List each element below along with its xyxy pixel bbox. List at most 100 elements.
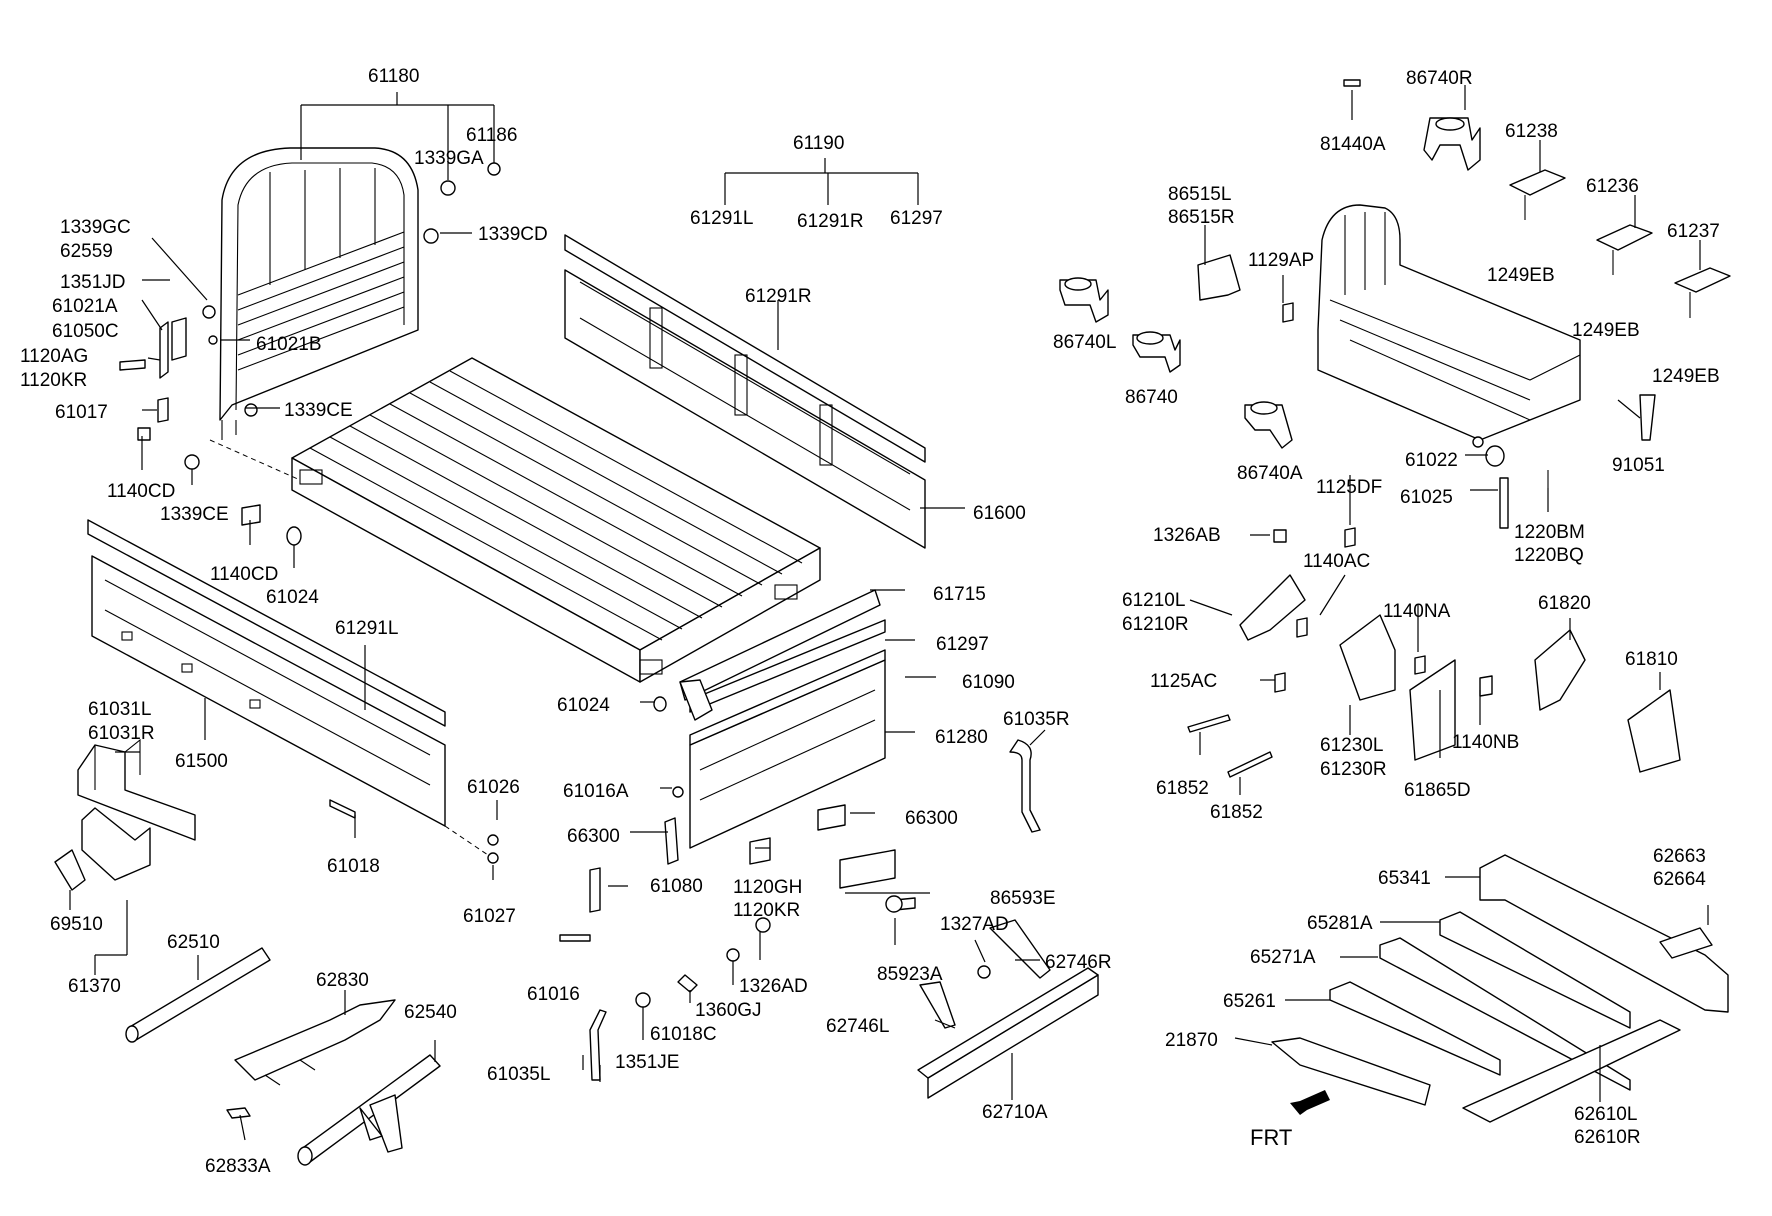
label-86593E: 86593E — [990, 888, 1056, 909]
label-61024-a: 61024 — [266, 587, 319, 608]
label-61210L: 61210L — [1122, 590, 1185, 611]
label-1326AD: 1326AD — [739, 976, 808, 997]
label-61035R: 61035R — [1003, 709, 1070, 730]
label-61238: 61238 — [1505, 121, 1558, 142]
leader-lines — [69, 85, 1709, 1141]
label-1339GA: 1339GA — [414, 148, 484, 169]
frt-arrow — [1290, 1090, 1330, 1115]
label-61810: 61810 — [1625, 649, 1678, 670]
label-61715: 61715 — [933, 584, 986, 605]
label-1125DF: 1125DF — [1316, 477, 1382, 498]
label-1339GC: 1339GC — [60, 217, 131, 238]
label-61016A: 61016A — [563, 781, 629, 802]
label-1339CE-b: 1339CE — [160, 504, 229, 525]
label-86515L: 86515L — [1168, 184, 1231, 205]
rear-sill-61715 — [679, 589, 881, 721]
label-1140CD-b: 1140CD — [210, 564, 278, 585]
label-1249EB-b: 1249EB — [1572, 320, 1640, 341]
label-62710A: 62710A — [982, 1102, 1048, 1123]
label-61230L: 61230L — [1320, 735, 1383, 756]
bracket-61031 — [77, 738, 196, 841]
label-61297-top: 61297 — [890, 208, 943, 229]
label-61291R-top: 61291R — [797, 211, 864, 232]
label-1339CD: 1339CD — [478, 224, 548, 245]
label-61500: 61500 — [175, 751, 228, 772]
cross-member-62510 — [125, 947, 271, 1043]
label-61865D: 61865D — [1404, 780, 1471, 801]
label-62540: 62540 — [404, 1002, 457, 1023]
label-65271A: 65271A — [1250, 947, 1316, 968]
frame-assembly — [1271, 854, 1729, 1123]
plates-6123x — [1509, 169, 1731, 318]
label-1120KR-b: 1120KR — [733, 900, 800, 921]
plate-62833A — [226, 1107, 251, 1119]
label-85923A: 85923A — [877, 964, 943, 985]
label-61600: 61600 — [973, 503, 1026, 524]
bracket-61370 — [54, 807, 151, 891]
label-61236: 61236 — [1586, 176, 1639, 197]
frt-label: FRT — [1250, 1125, 1292, 1150]
label-21870: 21870 — [1165, 1030, 1218, 1051]
label-1249EB-c: 1249EB — [1652, 366, 1720, 387]
label-61190: 61190 — [793, 133, 844, 154]
label-61291R: 61291R — [745, 286, 812, 307]
label-1220BQ: 1220BQ — [1514, 545, 1584, 566]
label-62510: 62510 — [167, 932, 220, 953]
label-61024-b: 61024 — [557, 695, 610, 716]
label-61291L-top: 61291L — [690, 208, 753, 229]
hardware-right — [1273, 302, 1656, 697]
hardware-center — [559, 696, 1051, 1081]
headboard-61180 — [219, 147, 419, 440]
bracket-86740 — [1132, 331, 1181, 373]
label-1326AB: 1326AB — [1153, 525, 1221, 546]
label-86740: 86740 — [1125, 387, 1178, 408]
hardware-left — [119, 162, 501, 546]
label-61080: 61080 — [650, 876, 703, 897]
label-61050C: 61050C — [52, 321, 119, 342]
label-66300-b: 66300 — [905, 808, 958, 829]
label-62664: 62664 — [1653, 869, 1706, 890]
label-1140CD-a: 1140CD — [107, 481, 175, 502]
label-1360GJ: 1360GJ — [695, 1000, 762, 1021]
brackets-612x — [1239, 574, 1681, 773]
label-61852-b: 61852 — [1210, 802, 1263, 823]
label-86740R: 86740R — [1406, 68, 1473, 89]
label-61210R: 61210R — [1122, 614, 1189, 635]
truck-bed-overview — [1317, 204, 1581, 448]
side-rail-61291R — [564, 234, 926, 549]
label-62559: 62559 — [60, 241, 113, 262]
bracket-86740R — [1423, 117, 1481, 171]
label-81440A: 81440A — [1320, 134, 1386, 155]
label-61021B: 61021B — [256, 334, 322, 355]
label-1140NB: 1140NB — [1452, 732, 1519, 753]
label-1120GH: 1120GH — [733, 877, 802, 898]
label-62833A: 62833A — [205, 1156, 271, 1177]
label-1120AG: 1120AG — [20, 346, 88, 367]
strips-61852 — [1187, 714, 1273, 778]
label-61021A: 61021A — [52, 296, 118, 317]
bracket-86740A — [1244, 401, 1293, 449]
label-61180: 61180 — [368, 66, 419, 87]
label-62746L: 62746L — [826, 1016, 889, 1037]
label-61025: 61025 — [1400, 487, 1453, 508]
label-61852-a: 61852 — [1156, 778, 1209, 799]
label-61291L: 61291L — [335, 618, 398, 639]
label-1351JE: 1351JE — [615, 1052, 679, 1073]
label-1125AC: 1125AC — [1150, 671, 1217, 692]
cross-member-62830 — [234, 999, 396, 1086]
label-62610L: 62610L — [1574, 1104, 1637, 1125]
label-61186: 61186 — [466, 125, 517, 146]
label-69510: 69510 — [50, 914, 103, 935]
label-61230R: 61230R — [1320, 759, 1387, 780]
floor-61600 — [291, 357, 821, 683]
label-61016: 61016 — [527, 984, 580, 1005]
label-86515R: 86515R — [1168, 207, 1235, 228]
label-61237: 61237 — [1667, 221, 1720, 242]
label-61031L: 61031L — [88, 699, 151, 720]
label-1140AC: 1140AC — [1303, 551, 1370, 572]
label-65281A: 65281A — [1307, 913, 1373, 934]
label-86740L: 86740L — [1053, 332, 1116, 353]
label-1249EB-a: 1249EB — [1487, 265, 1555, 286]
